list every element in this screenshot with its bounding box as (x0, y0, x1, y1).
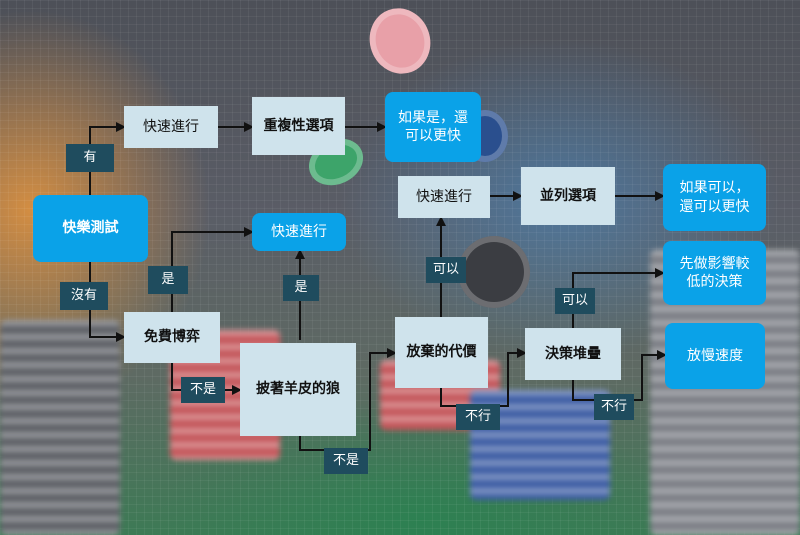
slow-down-node: 放慢速度 (665, 323, 765, 389)
cost-of-giving-up-node: 放棄的代價 (395, 317, 488, 388)
label-shi-1: 是 (148, 266, 188, 294)
free-gambling-node: 免費博弈 (124, 312, 220, 363)
if-yes-faster-node: 如果是，還可以更快 (385, 92, 481, 162)
label-keyi-2: 可以 (555, 288, 595, 314)
chip-stack-left-image (0, 320, 120, 535)
arrow-stack-to-slow (572, 350, 667, 401)
arrow-sheep-to-giveup (299, 348, 397, 451)
if-can-faster-node: 如果可以，還可以更快 (663, 164, 766, 231)
label-buxing-2: 不行 (594, 394, 634, 420)
fast-proceed-node-3: 快速進行 (398, 176, 490, 218)
fast-proceed-node-1: 快速進行 (124, 106, 218, 148)
label-shi-2: 是 (283, 275, 319, 301)
label-bushi-1: 不是 (181, 377, 225, 403)
label-bushi-2: 不是 (324, 448, 368, 474)
fast-proceed-node-2: 快速進行 (252, 213, 346, 251)
arrow-test-to-fast1 (89, 122, 126, 195)
wolf-in-sheep-node: 披著羊皮的狼 (240, 343, 356, 436)
label-keyi-1: 可以 (426, 257, 466, 283)
arrow-giveup-to-stack (440, 348, 527, 407)
label-no-meiyou: 沒有 (60, 282, 108, 310)
black-chip-image (458, 236, 530, 308)
parallel-options-node: 並列選項 (521, 167, 615, 225)
repeat-options-node: 重複性選項 (252, 97, 345, 155)
label-buxing-1: 不行 (456, 404, 500, 430)
decision-stack-node: 決策堆疊 (525, 328, 621, 380)
quick-test-node: 快樂測試 (33, 195, 148, 262)
label-yes-you: 有 (66, 144, 114, 172)
low-impact-first-node: 先做影響較低的決策 (663, 241, 766, 305)
